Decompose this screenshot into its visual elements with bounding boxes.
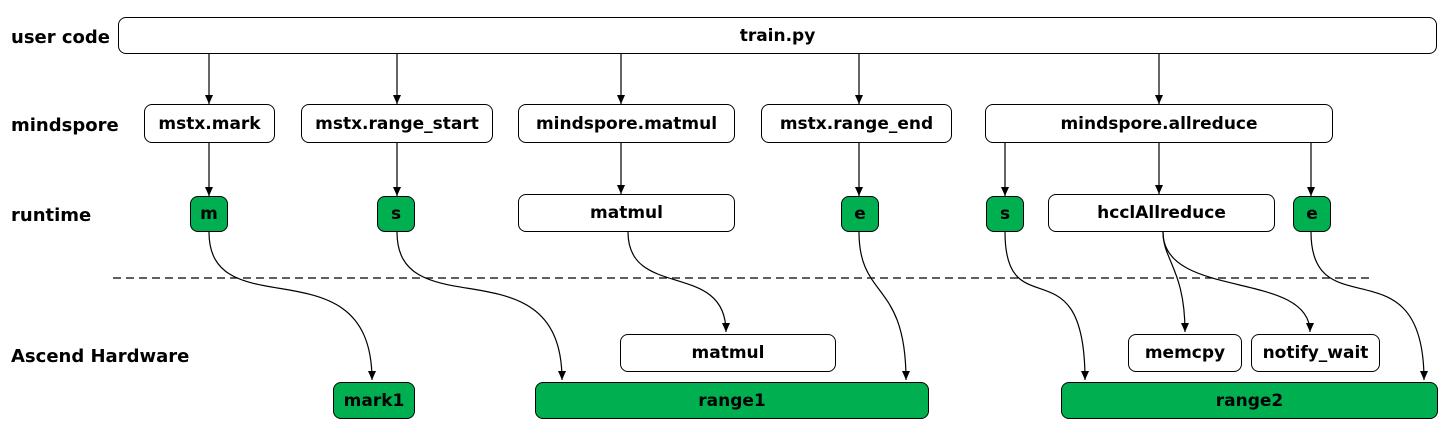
mstx-mark-box: mstx.mark (144, 104, 275, 143)
runtime-allreduce-start-marker: s (986, 196, 1024, 232)
runtime-hccl-allreduce-box: hcclAllreduce (1048, 194, 1275, 232)
arrow-s-to-range1 (396, 231, 566, 381)
hardware-mark1-bar: mark1 (333, 382, 415, 419)
hardware-memcpy-box: memcpy (1128, 334, 1242, 372)
mstx-range-start-box: mstx.range_start (301, 104, 493, 143)
layer-label-user-code: user code (11, 27, 111, 48)
runtime-matmul-box: matmul (518, 194, 735, 232)
hardware-range2-bar: range2 (1061, 382, 1438, 419)
arrow-e-to-range2 (1310, 231, 1428, 381)
runtime-mark-marker: m (190, 196, 228, 232)
layer-label-runtime: runtime (11, 205, 92, 226)
arrow-s-to-range2 (1004, 231, 1089, 381)
runtime-range-end-marker: e (841, 196, 879, 232)
hardware-notify-wait-box: notify_wait (1251, 334, 1380, 372)
arrow-matmul-to-hw-matmul (627, 231, 730, 333)
layer-label-ascend-hardware: Ascend Hardware (11, 346, 190, 367)
arrow-e-to-range1 (858, 231, 910, 381)
runtime-allreduce-end-marker: e (1293, 196, 1331, 232)
arrow-hccl-to-notify-wait (1162, 231, 1314, 333)
mstx-range-end-box: mstx.range_end (761, 104, 952, 143)
train-py-box: train.py (118, 17, 1437, 54)
mindspore-matmul-box: mindspore.matmul (518, 104, 735, 143)
layer-label-mindspore: mindspore (11, 115, 119, 136)
arrow-m-to-mark1 (208, 231, 376, 381)
hardware-matmul-box: matmul (620, 334, 836, 372)
hardware-range1-bar: range1 (535, 382, 929, 419)
mindspore-allreduce-box: mindspore.allreduce (985, 104, 1333, 143)
runtime-range-start-marker: s (377, 196, 415, 232)
